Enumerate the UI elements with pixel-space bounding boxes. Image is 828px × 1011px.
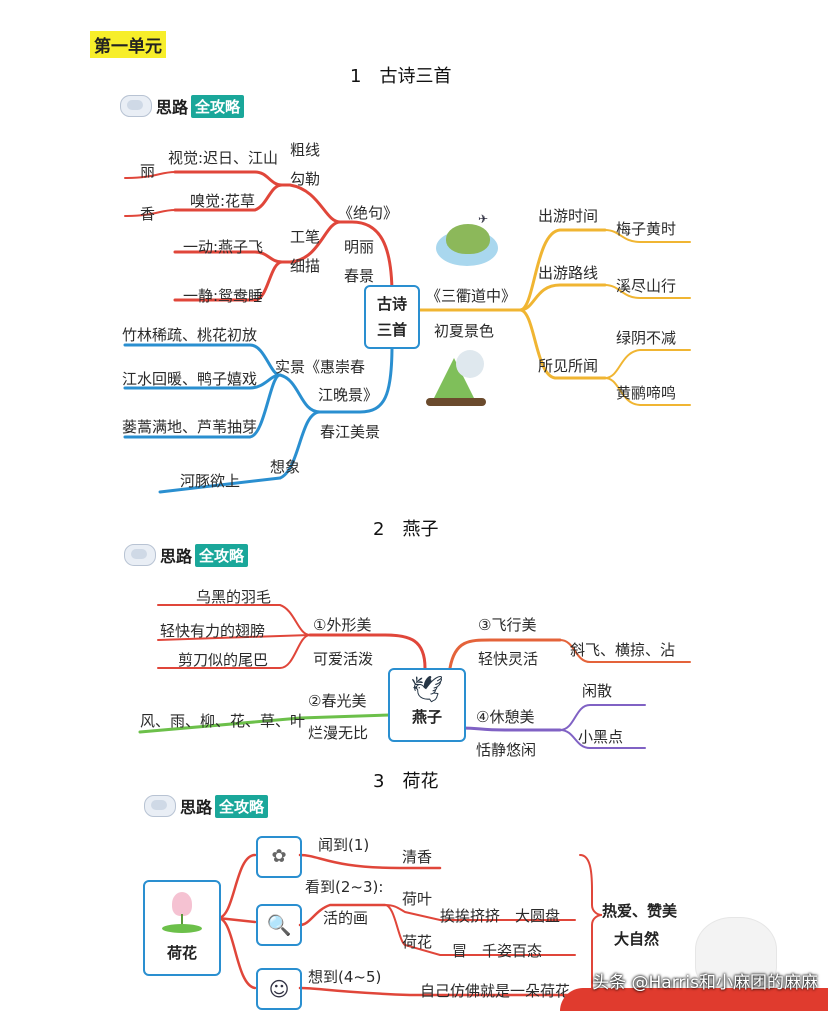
sanqu-branch-3: 所见所闻 — [538, 357, 599, 375]
hehua-heye: 荷叶 — [402, 890, 433, 908]
jueju-word-xiang: 香 — [140, 205, 156, 223]
hehua-kan-label: 看到(2~3): — [305, 878, 384, 896]
badge-word1: 思路 — [180, 798, 213, 817]
huichong-feature: 春江美景 — [320, 423, 381, 441]
red-band-decoration — [560, 988, 828, 1011]
sanqu-leaf-1: 梅子黄时 — [616, 220, 677, 238]
hehua-heye-leaf: 挨挨挤挤 大圆盘 — [440, 907, 561, 925]
magnifier-icon: 🔍 — [256, 904, 302, 946]
sanqu-branch-2: 出游路线 — [538, 264, 599, 282]
swallow-avatar-icon — [120, 95, 152, 117]
yanzi-b3-label: ③飞行美 — [478, 616, 537, 634]
huichong-item-3: 蒌蒿满地、芦苇抽芽 — [122, 418, 258, 436]
swallow-icon: 🕊 — [410, 675, 444, 705]
hehua-xiang-leaf: 自己仿佛就是一朵荷花 — [420, 982, 571, 1000]
sanqu-branch-1: 出游时间 — [538, 207, 599, 225]
sanqu-leaf-3: 绿阴不减 — [616, 329, 677, 347]
huichong-item-1: 竹林稀疏、桃花初放 — [122, 326, 258, 344]
technique-4: 细描 — [290, 257, 321, 275]
yanzi-b2-label: ②春光美 — [308, 692, 367, 710]
yanzi-b2-leaf-1: 风、雨、柳、花、草、叶 — [140, 712, 306, 730]
section-title-3: 3 荷花 — [373, 771, 439, 792]
badge-word2: 全攻略 — [195, 543, 249, 567]
technique-3: 工笔 — [290, 228, 321, 246]
huichong-title-1: 实景《惠崇春 — [275, 358, 366, 376]
badge-3: 思路 全攻略 — [144, 794, 269, 818]
yanzi-b4-sub: 恬静悠闲 — [476, 741, 537, 759]
sanqu-feature: 初夏景色 — [434, 322, 495, 340]
mountain-boat-illustration-icon — [426, 348, 492, 410]
huichong-imagine: 想象 — [270, 458, 301, 476]
hehua-kan-sub: 活的画 — [323, 909, 369, 927]
center-node-yanzi: 🕊 燕子 — [388, 668, 466, 742]
center-line2: 三首 — [376, 321, 407, 339]
section-title-2: 2 燕子 — [373, 519, 439, 540]
sanqu-leaf-2: 溪尽山行 — [616, 277, 677, 295]
thinking-child-icon: ☺ — [256, 968, 302, 1010]
jueju-item-4: 一静:鸳鸯睡 — [183, 287, 264, 305]
conclusion-line1: 热爱、赞美 — [602, 902, 678, 920]
huichong-title-2: 江晚景》 — [318, 386, 379, 404]
huichong-item-2: 江水回暖、鸭子嬉戏 — [122, 370, 258, 388]
technique-2: 勾勒 — [290, 170, 321, 188]
unit-title: 第一单元 — [90, 31, 166, 58]
branch-line-huichong — [318, 343, 394, 414]
yanzi-b4-label: ④休憩美 — [476, 708, 535, 726]
jueju-word-li: 丽 — [140, 162, 156, 180]
hehua-xiang-label: 想到(4~5) — [308, 968, 382, 986]
hehua-hehua: 荷花 — [402, 933, 433, 951]
badge-word2: 全攻略 — [191, 94, 245, 118]
sanqu-leaf-4: 黄鹂啼鸣 — [616, 384, 677, 402]
bunny-decoration-icon — [696, 918, 776, 988]
center-label: 燕子 — [411, 708, 442, 726]
hehua-wen-leaf: 清香 — [402, 848, 433, 866]
jueju-item-3: 一动:燕子飞 — [183, 238, 264, 256]
badge-2: 思路 全攻略 — [124, 543, 249, 567]
center-node-hehua: 荷花 — [143, 880, 221, 976]
yanzi-b1-label: ①外形美 — [313, 616, 372, 634]
island-illustration-icon: ✈ — [432, 208, 504, 270]
feature-mingli: 明丽 — [344, 238, 375, 256]
yanzi-b1-sub: 可爱活泼 — [313, 650, 374, 668]
center-line1: 古诗 — [376, 295, 407, 313]
hehua-wen-label: 闻到(1) — [318, 836, 370, 854]
badge-word1: 思路 — [156, 98, 189, 117]
swallow-avatar-icon — [124, 544, 156, 566]
yanzi-b4-leaf-2: 小黑点 — [578, 728, 624, 746]
sanqu-title: 《三衢道中》 — [426, 287, 517, 305]
jueju-item-2: 嗅觉:花草 — [190, 192, 256, 210]
yanzi-b3-leaf-1: 斜飞、横掠、沾 — [570, 641, 676, 659]
jueju-item-1: 视觉:迟日、江山 — [168, 149, 279, 167]
watermark: 头条 @Harris和小麻团的麻麻 — [592, 973, 818, 993]
yanzi-b1-leaf-3: 剪刀似的尾巴 — [178, 651, 269, 669]
swallow-avatar-icon — [144, 795, 176, 817]
lotus-icon — [160, 890, 204, 934]
yanzi-b3-sub: 轻快灵活 — [478, 650, 539, 668]
feature-chunjing: 春景 — [344, 267, 375, 285]
section-title-1: 1 古诗三首 — [350, 66, 452, 87]
technique-1: 粗线 — [290, 141, 321, 159]
yanzi-b2-sub: 烂漫无比 — [308, 724, 369, 742]
yanzi-b1-leaf-2: 轻快有力的翅膀 — [160, 622, 266, 640]
center-node-gushi: 古诗 三首 — [364, 285, 420, 349]
branch-line-jueju — [338, 220, 394, 297]
center-label: 荷花 — [166, 944, 197, 962]
hehua-hehua-leaf: 冒 千姿百态 — [452, 942, 543, 960]
yanzi-b1-leaf-1: 乌黑的羽毛 — [196, 588, 272, 606]
jueju-title: 《绝句》 — [338, 204, 399, 222]
flower-scent-icon: ✿ — [256, 836, 302, 878]
badge-word2: 全攻略 — [215, 794, 269, 818]
conclusion-line2: 大自然 — [614, 930, 660, 948]
yanzi-b4-leaf-1: 闲散 — [582, 682, 613, 700]
badge-1: 思路 全攻略 — [120, 94, 245, 118]
huichong-item-4: 河豚欲上 — [180, 472, 241, 490]
badge-word1: 思路 — [160, 547, 193, 566]
